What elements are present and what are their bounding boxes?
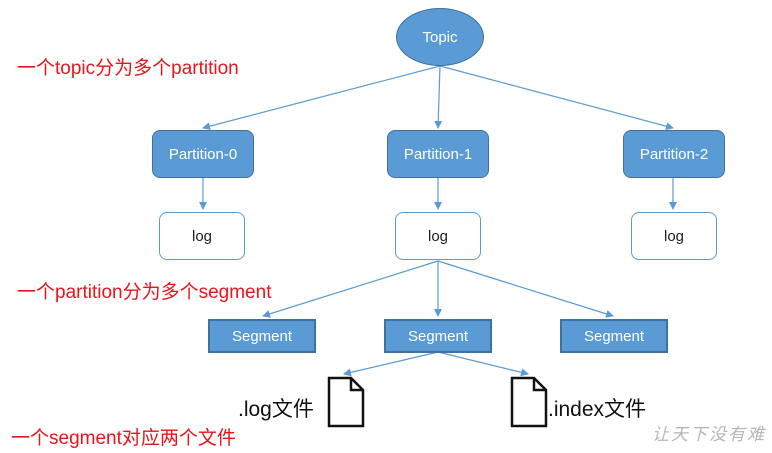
segment-0-node: Segment: [208, 319, 316, 353]
topic-label: Topic: [422, 28, 458, 46]
partition-0-label: Partition-0: [168, 145, 238, 163]
partition-note: 一个partition分为多个segment: [17, 282, 272, 303]
segment-2-label: Segment: [583, 327, 645, 345]
segment-note: 一个segment对应两个文件: [11, 428, 236, 449]
partition-1-node: Partition-1: [387, 130, 489, 178]
document-icon: [510, 376, 548, 428]
partition-1-log-label: log: [427, 227, 449, 245]
index-file-label: .index文件: [548, 398, 647, 421]
partition-1-log-node: log: [395, 212, 481, 260]
partition-2-log-node: log: [631, 212, 717, 260]
edge-topic-partition-0: [202, 65, 441, 131]
partition-2-node: Partition-2: [623, 130, 725, 178]
watermark-text: 让天下没有难: [652, 425, 766, 445]
edge-log-segment-0: [262, 260, 439, 318]
partition-0-node: Partition-0: [152, 130, 254, 178]
partition-0-log-label: log: [191, 227, 213, 245]
segment-2-node: Segment: [560, 319, 668, 353]
topic-node: Topic: [396, 8, 484, 66]
partition-0-log-node: log: [159, 212, 245, 260]
segment-1-node: Segment: [384, 319, 492, 353]
segment-1-label: Segment: [407, 327, 469, 345]
partition-2-log-label: log: [663, 227, 685, 245]
edge-segment-logfile: [343, 351, 439, 377]
partition-2-label: Partition-2: [639, 145, 709, 163]
log-file-label: .log文件: [238, 398, 314, 421]
partition-1-label: Partition-1: [403, 145, 473, 163]
topic-note: 一个topic分为多个partition: [17, 58, 239, 79]
segment-0-label: Segment: [231, 327, 293, 345]
document-icon: [327, 376, 365, 428]
edge-topic-partition-2: [439, 65, 674, 131]
edge-segment-indexfile: [437, 351, 529, 377]
edge-topic-partition-1: [434, 65, 443, 129]
edge-log-segment-2: [437, 260, 614, 318]
